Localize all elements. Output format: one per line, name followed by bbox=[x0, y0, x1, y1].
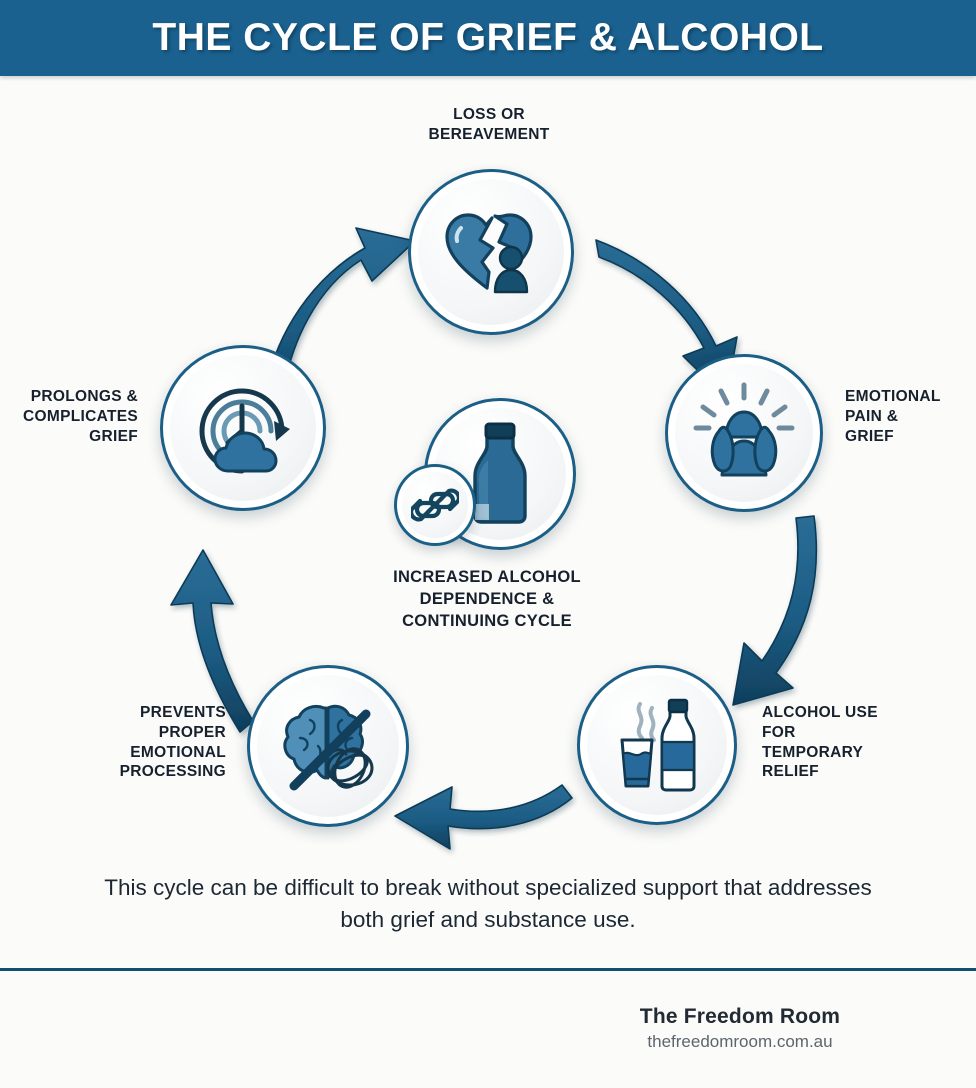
center-label: INCREASED ALCOHOL DEPENDENCE & CONTINUIN… bbox=[277, 567, 697, 633]
label-line: EMOTIONAL PAIN & GRIEF bbox=[845, 388, 941, 445]
arrow-processing-to-prolongs bbox=[170, 549, 254, 733]
label-line: ALCOHOL USE FOR TEMPORARY RELIEF bbox=[762, 704, 878, 781]
footer-divider bbox=[0, 968, 976, 971]
bottle-icon bbox=[473, 422, 527, 524]
node-alcohol[interactable] bbox=[577, 665, 737, 825]
brand-name: The Freedom Room bbox=[639, 1005, 841, 1028]
node-pain[interactable] bbox=[665, 354, 823, 512]
node-label-alcohol: ALCOHOL USE FOR TEMPORARY RELIEF bbox=[762, 703, 938, 782]
node-label-pain: EMOTIONAL PAIN & GRIEF bbox=[845, 387, 973, 446]
node-loss[interactable] bbox=[408, 169, 574, 335]
node-label-prolongs: PROLONGS & COMPLICATES GRIEF bbox=[4, 387, 138, 446]
page-title: THE CYCLE OF GRIEF & ALCOHOL bbox=[152, 16, 824, 59]
node-label-processing: PREVENTS PROPER EMOTIONAL PROCESSING bbox=[18, 703, 226, 782]
footer: The Freedom Room thefreedomroom.com.au bbox=[0, 971, 976, 1088]
caption-text: This cycle can be difficult to break wit… bbox=[104, 875, 872, 932]
bottle-and-glass-icon bbox=[620, 698, 696, 792]
header-bar: THE CYCLE OF GRIEF & ALCOHOL bbox=[0, 0, 976, 76]
brain-blocked-tangle-icon bbox=[283, 704, 374, 791]
cycle-arrows-layer bbox=[170, 227, 818, 850]
brand-url[interactable]: thefreedomroom.com.au bbox=[647, 1032, 833, 1051]
arrow-alcohol-to-processing bbox=[394, 784, 573, 850]
head-in-hands-icon bbox=[693, 382, 795, 477]
clock-cloud-cycle-icon bbox=[199, 388, 290, 474]
center-node-link[interactable] bbox=[394, 464, 476, 546]
label-line: PREVENTS PROPER EMOTIONAL PROCESSING bbox=[119, 704, 226, 781]
node-label-loss: LOSS OR BEREAVEMENT bbox=[339, 105, 639, 145]
label-line: PROLONGS & COMPLICATES GRIEF bbox=[23, 388, 138, 445]
chain-link-icon bbox=[411, 488, 459, 522]
label-line: LOSS OR BEREAVEMENT bbox=[428, 106, 550, 143]
arrow-pain-to-alcohol bbox=[732, 515, 818, 706]
node-prolongs[interactable] bbox=[160, 345, 326, 511]
broken-heart-person-icon bbox=[445, 213, 533, 294]
cycle-diagram: LOSS OR BEREAVEMENT EMOTIONAL PAIN & GRI… bbox=[0, 76, 976, 956]
label-line: INCREASED ALCOHOL DEPENDENCE & CONTINUIN… bbox=[393, 568, 581, 630]
node-processing[interactable] bbox=[247, 665, 409, 827]
